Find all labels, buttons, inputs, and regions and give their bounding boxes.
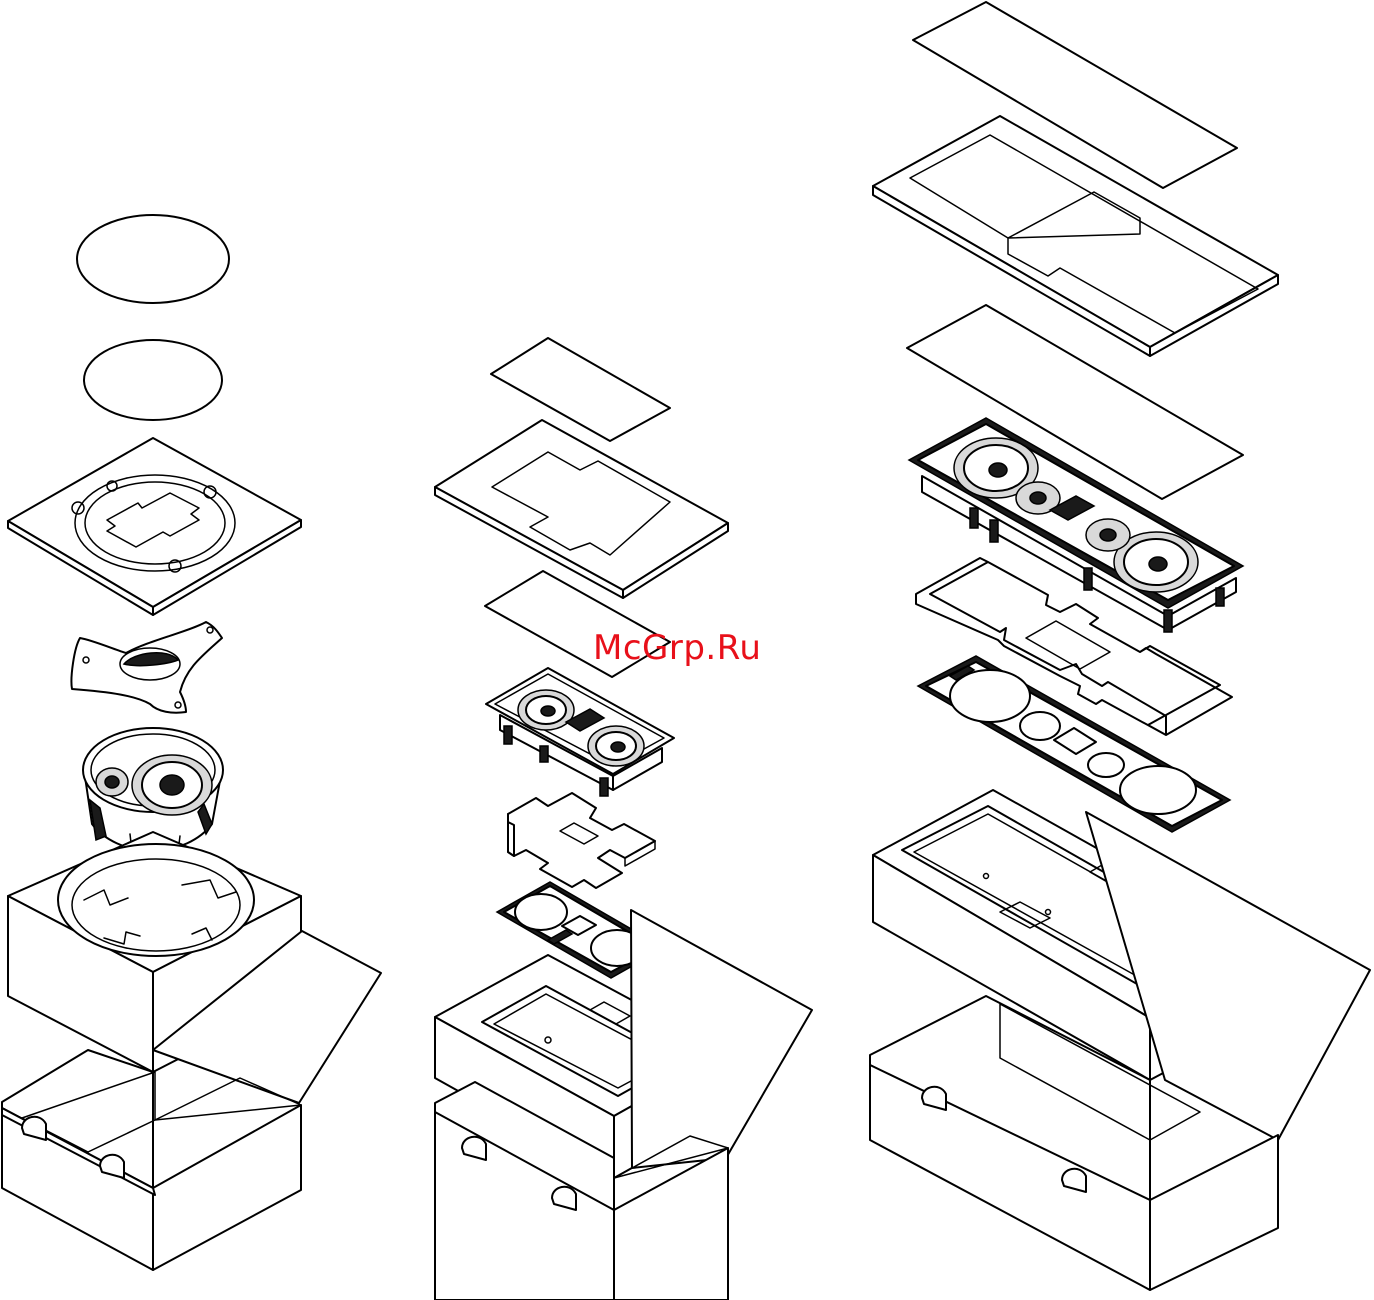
watermark-text: McGrp.Ru xyxy=(593,628,761,668)
assembly-ceiling-round-speaker xyxy=(2,215,381,1270)
cross-shaped-foam-spacer xyxy=(508,793,655,888)
foam-sheet-with-ring-cutout xyxy=(8,438,301,615)
assembly-in-wall-lcr-large xyxy=(870,2,1370,1290)
grille-disc xyxy=(84,340,222,420)
rectangular-speaker xyxy=(486,668,674,796)
top-cover-sheet xyxy=(491,338,670,441)
protective-film-disc xyxy=(77,215,229,303)
mounting-bracket xyxy=(71,622,222,713)
assembly-in-wall-lcr-small xyxy=(435,338,812,1300)
foam-frame-sheet xyxy=(435,420,728,598)
